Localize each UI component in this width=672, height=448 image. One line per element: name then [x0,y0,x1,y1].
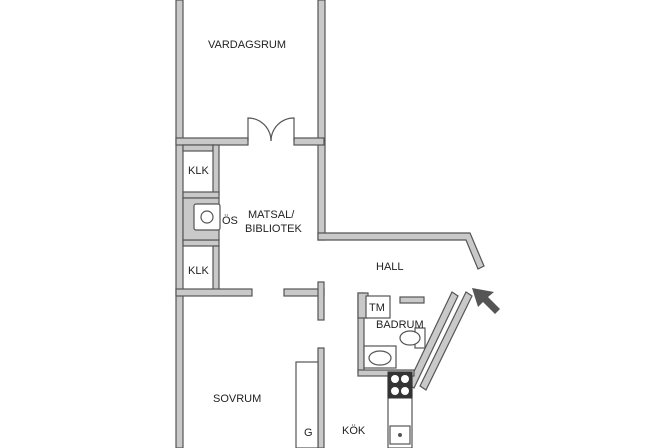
room-label-g: G [304,427,313,439]
room-label-klk-lower: KLK [188,265,209,277]
room-label-matsal: MATSAL/ [248,209,295,221]
room-label-bibliotek: BIBLIOTEK [245,223,303,235]
stove-icon [387,371,413,399]
wardrobe-g [295,361,319,448]
bathroom-walls [357,292,425,377]
tiled-stove [182,197,221,241]
diagonal-wall-lower [407,291,459,389]
room-label-tm: TM [369,302,385,314]
room-label-badrum: BADRUM [376,319,424,331]
entrance-arrow-icon [472,288,500,314]
vardagsrum-bottom-wall [175,137,325,146]
room-label-sovrum: SOVRUM [213,393,261,405]
diagonal-wall-upper [419,291,473,391]
closet-upper [182,144,220,199]
hall-partition [317,281,325,321]
hall-top-wall [317,232,485,270]
room-label-klk-upper: KLK [188,165,209,177]
room-label-os: ÖS [222,215,238,227]
toilet-icon [399,327,426,349]
sovrum-right-wall [317,347,325,448]
washbasin-icon [363,345,397,369]
matsal-sovrum-wall [175,288,325,297]
room-label-hall: HALL [376,261,404,273]
washing-machine [365,295,391,319]
room-label-kok: KÖK [342,425,366,437]
vardagsrum-right-wall [317,0,326,241]
left-exterior-wall [175,0,184,448]
room-label-vardagsrum: VARDAGSRUM [208,39,286,51]
sink-icon [389,425,411,445]
double-door [247,117,295,142]
